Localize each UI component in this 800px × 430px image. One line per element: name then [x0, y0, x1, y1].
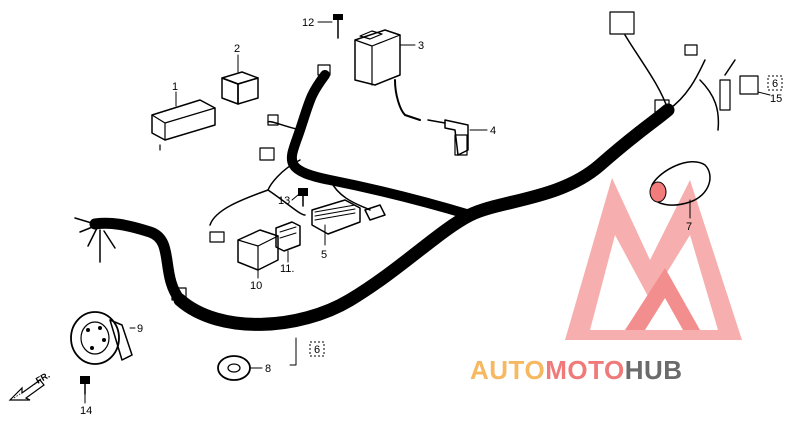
small-connectors [171, 11, 759, 301]
part-rubber-boot [649, 161, 711, 206]
callout-1: 1 [172, 81, 178, 93]
part-relay-10 [237, 229, 279, 271]
main-harness [74, 34, 736, 331]
watermark-part-moto: MOTO [545, 355, 625, 385]
bolt-13 [298, 188, 308, 207]
callout-11: 11. [280, 263, 294, 275]
callout-9: 9 [137, 323, 143, 335]
bolt-12 [333, 14, 343, 39]
part-cover-box [151, 99, 216, 151]
callout-5: 5 [321, 249, 327, 261]
callout-2: 2 [234, 43, 240, 55]
front-direction-label: FR. [34, 370, 52, 386]
part-grommet [217, 355, 251, 381]
ref-box-6-right [767, 75, 783, 91]
front-direction-arrow: FR. [8, 370, 52, 401]
callout-8: 8 [265, 363, 271, 375]
part-horn [70, 311, 133, 365]
ref-box-6-left [309, 341, 325, 357]
watermark-wordmark: AUTOMOTOHUB [470, 355, 683, 385]
callout-3: 3 [418, 40, 424, 52]
bolt-14 [80, 376, 90, 395]
callout-7: 7 [686, 221, 692, 233]
callout-6-left: 6 [314, 344, 320, 356]
callout-14: 14 [80, 405, 92, 417]
callout-10: 10 [250, 280, 262, 292]
part-block-2 [221, 71, 259, 105]
part-regulator [311, 199, 386, 235]
leader-lines [84, 21, 771, 404]
callout-12: 12 [302, 17, 314, 29]
callout-6-right: 6 [772, 78, 778, 90]
callout-13: 13 [278, 195, 290, 207]
part-connector-11 [275, 221, 301, 252]
callout-4: 4 [490, 125, 496, 137]
callout-15: 15 [770, 93, 782, 105]
part-ignition-coil [354, 29, 401, 86]
watermark-logo-mark [565, 178, 742, 340]
watermark-part-auto: AUTO [470, 355, 545, 385]
part-spark-plug-cap [427, 119, 469, 156]
watermark-part-hub: HUB [625, 355, 683, 385]
